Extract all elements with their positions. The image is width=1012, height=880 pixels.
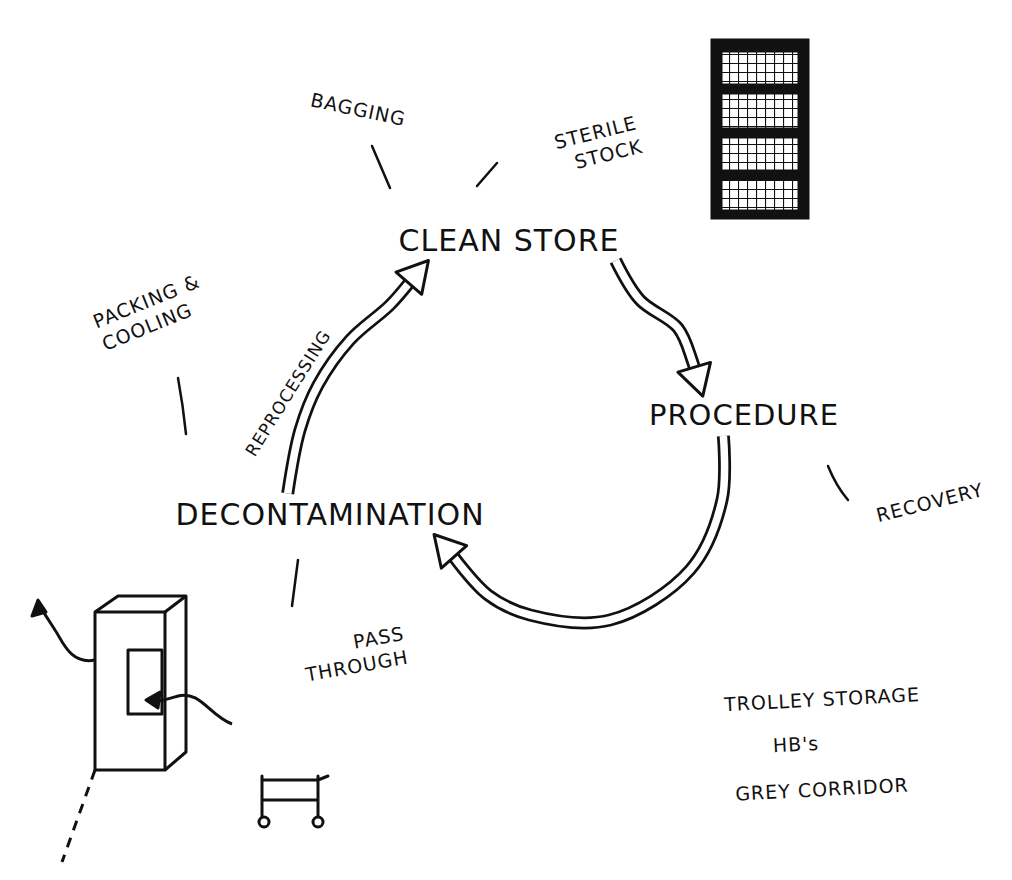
node-title: PROCEDURE	[649, 400, 839, 432]
arrow-outline	[616, 261, 695, 370]
note-label: TROLLEY STORAGE	[723, 683, 920, 717]
shelving-unit	[712, 40, 808, 218]
arrow-outline	[453, 436, 725, 623]
arrow-head	[678, 362, 711, 396]
note-label: PACKING & COOLING	[90, 264, 226, 356]
stage-node: DECONTAMINATION	[167, 494, 492, 535]
stage-node: CLEAN STORE	[391, 220, 628, 261]
arrow-body	[616, 261, 695, 370]
note-label: PASS THROUGH	[294, 622, 411, 688]
arrow-head	[434, 535, 467, 569]
arrow-body	[453, 436, 725, 623]
note-label: GREY CORRIDOR	[735, 774, 910, 807]
node-title: CLEAN STORE	[399, 224, 620, 257]
flow-arrow	[616, 261, 711, 397]
leader-lines	[178, 146, 848, 606]
node-title: DECONTAMINATION	[175, 498, 484, 531]
trolley	[259, 776, 328, 827]
arrow-body	[288, 282, 410, 494]
note-label: HB's	[772, 732, 820, 758]
edge-label: REPROCESSING	[240, 324, 336, 461]
note-label: RECOVERY	[874, 478, 986, 528]
stage-node: PROCEDURE	[641, 396, 847, 436]
pass-through-cabinet	[32, 596, 232, 862]
arrow-head	[396, 261, 428, 295]
arrow-outline	[288, 282, 410, 494]
note-label: BAGGING	[308, 88, 408, 131]
note-label: STERILE STOCK	[525, 111, 645, 184]
